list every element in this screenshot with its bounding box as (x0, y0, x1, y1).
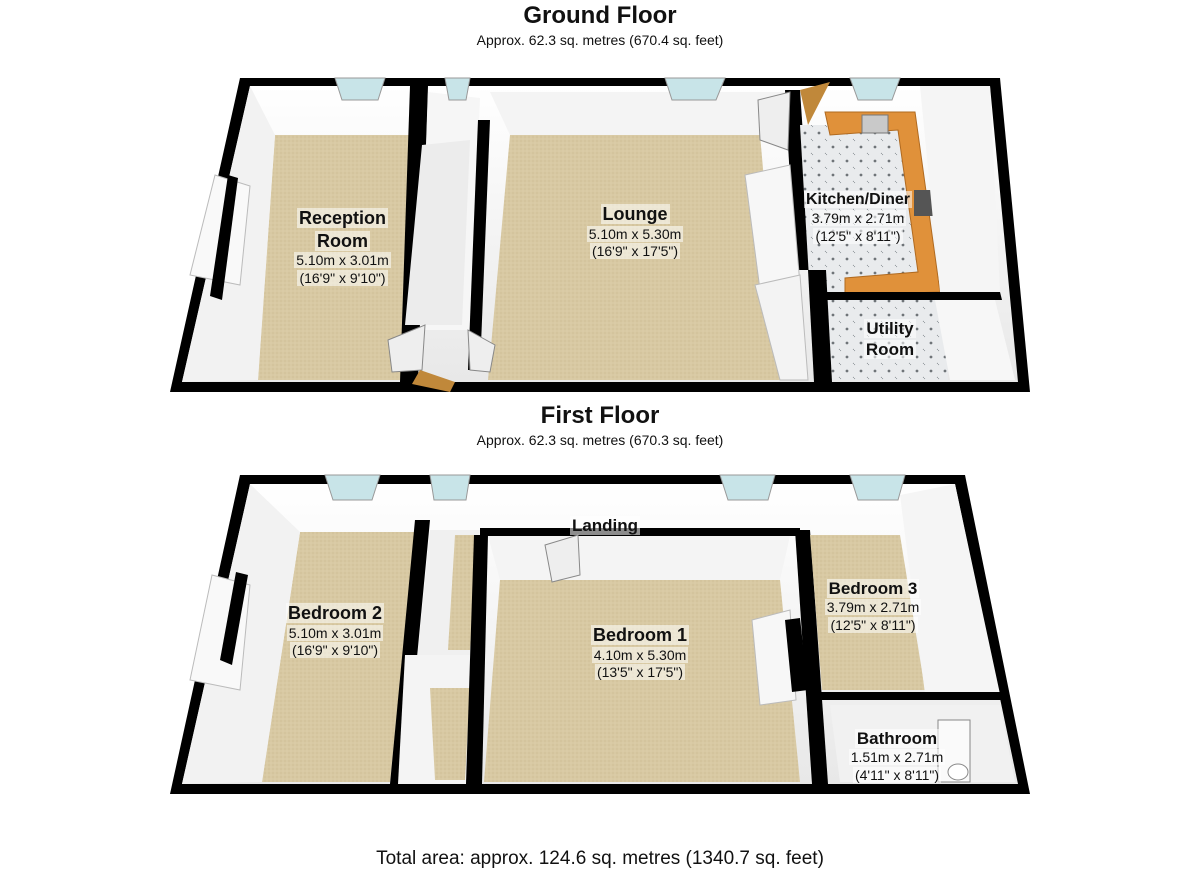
bedroom-1-dimensions-imperial: (13'5" x 17'5") (594, 664, 686, 680)
ground-floor-title: Ground Floor (523, 2, 677, 29)
bedroom-3-dimensions-metric: 3.79m x 2.71m (824, 599, 922, 616)
reception-room-name-line2: Room (315, 230, 370, 251)
reception-room-dimensions-metric: 5.10m x 3.01m (294, 252, 391, 268)
bedroom-2-name: Bedroom 2 (285, 603, 385, 623)
utility-room-floor (825, 300, 948, 380)
reception-room-dimensions-imperial: (16'9" x 9'10") (297, 269, 388, 286)
lounge-name: Lounge (600, 204, 670, 224)
kitchen-diner-label: Kitchen/Diner 3.79m x 2.71m (12'5" x 8'1… (788, 190, 928, 245)
first-floor-area: Approx. 62.3 sq. metres (670.3 sq. feet) (476, 432, 724, 448)
kitchen-diner-name: Kitchen/Diner (803, 191, 912, 208)
reception-room-label: Reception Room 5.10m x 3.01m (16'9" x 9'… (275, 207, 410, 287)
first-floor-title: First Floor (540, 402, 660, 429)
utility-room-name-line1: Utility (864, 319, 916, 338)
bathroom-label: Bathroom 1.51m x 2.71m (4'11" x 8'11") (836, 728, 958, 784)
bedroom-1-floor (484, 580, 800, 782)
kitchen-diner-dimensions-imperial: (12'5" x 8'11") (813, 227, 903, 244)
lounge-label: Lounge 5.10m x 5.30m (16'9" x 17'5") (560, 203, 710, 261)
ground-staircase (405, 92, 480, 330)
bedroom-3-label: Bedroom 3 3.79m x 2.71m (12'5" x 8'11") (808, 578, 938, 634)
bathroom-name: Bathroom (854, 729, 940, 748)
ground-floor-area: Approx. 62.3 sq. metres (670.4 sq. feet) (476, 32, 724, 48)
bedroom-3-name: Bedroom 3 (826, 579, 920, 598)
reception-room-name-line1: Reception (296, 208, 388, 228)
first-staircase (448, 535, 478, 650)
kitchen-worktop (824, 111, 941, 296)
bedroom-2-dimensions-metric: 5.10m x 3.01m (286, 624, 384, 641)
bedroom-1-dimensions-metric: 4.10m x 5.30m (591, 646, 689, 663)
landing-label: Landing (560, 515, 650, 536)
bedroom-3-dimensions-imperial: (12'5" x 8'11") (828, 616, 918, 633)
lounge-dimensions-metric: 5.10m x 5.30m (586, 225, 684, 242)
bedroom-1-name: Bedroom 1 (590, 625, 690, 645)
bedroom-2-dimensions-imperial: (16'9" x 9'10") (289, 642, 381, 658)
utility-room-label: Utility Room (845, 318, 935, 361)
kitchen-diner-dimensions-metric: 3.79m x 2.71m (809, 210, 907, 226)
bedroom-2-label: Bedroom 2 5.10m x 3.01m (16'9" x 9'10") (265, 602, 405, 660)
lounge-dimensions-imperial: (16'9" x 17'5") (589, 243, 681, 259)
bathroom-dimensions-imperial: (4'11" x 8'11") (852, 766, 942, 783)
utility-room-name-line2: Room (863, 340, 917, 360)
landing-name: Landing (569, 516, 641, 535)
total-area: Total area: approx. 124.6 sq. metres (13… (376, 848, 824, 869)
bedroom-1-label: Bedroom 1 4.10m x 5.30m (13'5" x 17'5") (565, 624, 715, 682)
bathroom-dimensions-metric: 1.51m x 2.71m (848, 749, 946, 766)
